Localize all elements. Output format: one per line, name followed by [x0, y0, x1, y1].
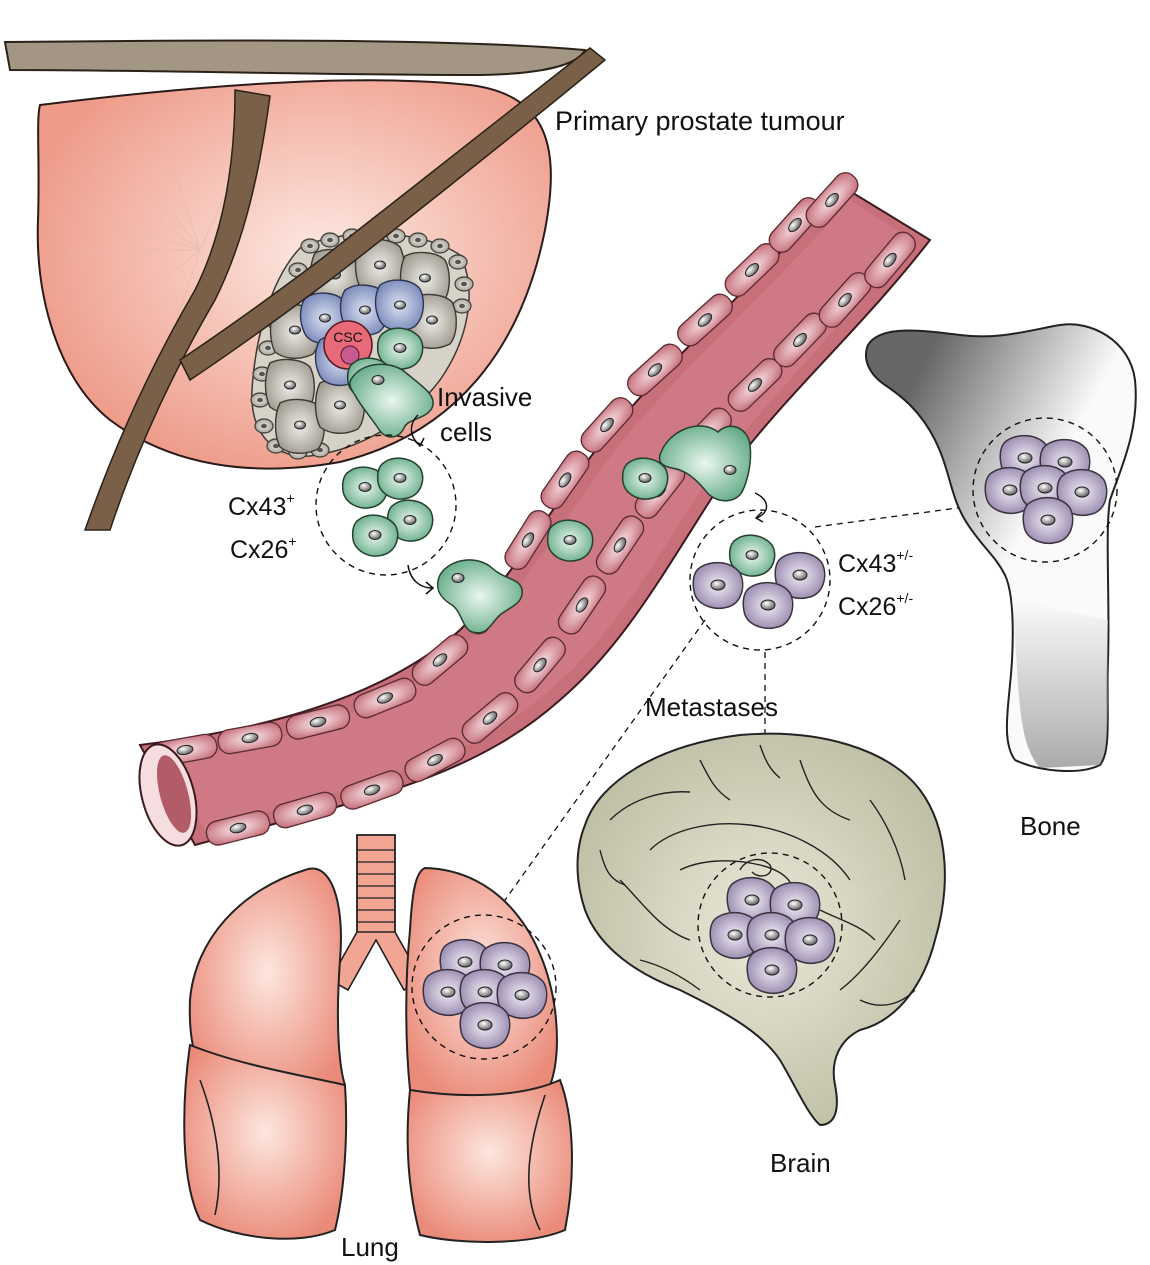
femur-bone-illustration — [865, 323, 1137, 773]
arrow-to-metastasis-cluster — [754, 492, 768, 519]
blood-vessel-illustration — [138, 167, 932, 849]
cx26-mixed-label: Cx26+/- — [838, 590, 913, 621]
cx43-positive-label: Cx43+ — [228, 490, 295, 521]
prostate-capsule-band — [3, 39, 607, 531]
metastasis-cluster — [689, 509, 831, 651]
lung-label: Lung — [341, 1232, 399, 1262]
invasive-label-line1: Invasive — [437, 382, 532, 412]
invasive-cell — [349, 363, 434, 438]
brain-sulci — [599, 744, 916, 1006]
csc-label: CSC — [333, 329, 363, 345]
prostate-gland-illustration: CSC — [3, 39, 607, 531]
invasive-cluster — [315, 434, 457, 576]
cx26-positive-label: Cx26+ — [230, 533, 297, 564]
cx43-mixed-label: Cx43+/- — [838, 547, 913, 578]
trachea — [328, 834, 424, 992]
brain-label: Brain — [770, 1148, 831, 1178]
brain-illustration — [576, 732, 946, 1127]
extravasating-cell — [658, 425, 752, 502]
primary-tumour-label: Primary prostate tumour — [555, 106, 845, 136]
invasive-label-line2: cells — [440, 417, 492, 447]
metastases-label: Metastases — [645, 692, 778, 722]
cancer-stem-cell: CSC — [323, 320, 373, 370]
bone-label: Bone — [1020, 811, 1081, 841]
arrow-to-vessel — [407, 564, 433, 589]
intravasating-cell — [436, 559, 523, 634]
lungs-illustration — [183, 834, 573, 1243]
